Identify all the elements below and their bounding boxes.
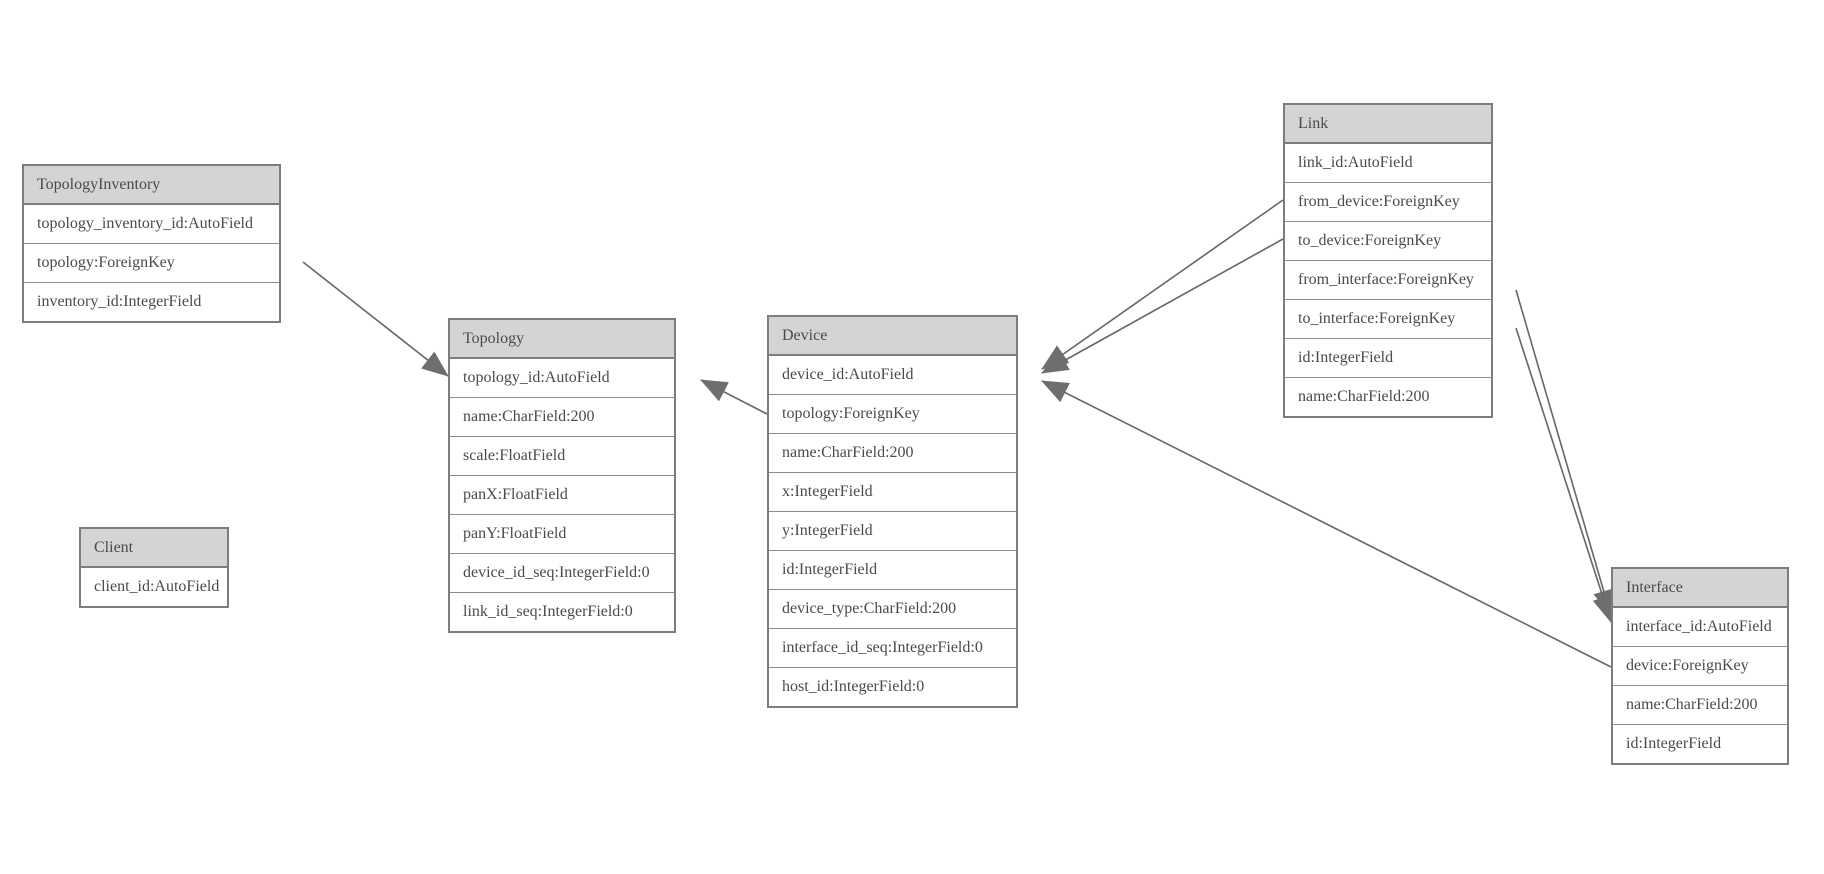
field-row: id:IntegerField: [1285, 339, 1491, 378]
field-row: name:CharField:200: [1613, 686, 1787, 725]
entity-title: Link: [1298, 114, 1329, 132]
entity-topology-inventory: TopologyInventory topology_inventory_id:…: [22, 164, 281, 323]
connector-link-from-interface: [1515, 289, 1615, 618]
field-row: inventory_id:IntegerField: [24, 283, 279, 321]
field-row: client_id:AutoField: [81, 568, 227, 606]
field-row: y:IntegerField: [769, 512, 1016, 551]
field-row: interface_id:AutoField: [1613, 608, 1787, 647]
entity-link: Link link_id:AutoField from_device:Forei…: [1283, 103, 1493, 418]
field-row: id:IntegerField: [1613, 725, 1787, 763]
field-row: link_id:AutoField: [1285, 144, 1491, 183]
entity-title: Interface: [1626, 578, 1683, 596]
field-row: x:IntegerField: [769, 473, 1016, 512]
field-row: scale:FloatField: [450, 437, 674, 476]
entity-device: Device device_id:AutoField topology:Fore…: [767, 315, 1018, 708]
entity-header: TopologyInventory: [24, 166, 279, 205]
field-row: from_interface:ForeignKey: [1285, 261, 1491, 300]
entity-client: Client client_id:AutoField: [79, 527, 229, 608]
field-row: device:ForeignKey: [1613, 647, 1787, 686]
connector-interface-device: [1041, 380, 1612, 668]
field-row: interface_id_seq:IntegerField:0: [769, 629, 1016, 668]
entity-header: Device: [769, 317, 1016, 356]
field-row: to_interface:ForeignKey: [1285, 300, 1491, 339]
field-row: to_device:ForeignKey: [1285, 222, 1491, 261]
connector-link-to-device: [1041, 238, 1284, 374]
field-row: topology:ForeignKey: [769, 395, 1016, 434]
entity-title: Client: [94, 538, 134, 556]
entity-interface: Interface interface_id:AutoField device:…: [1611, 567, 1789, 765]
connector-device-topology: [700, 379, 768, 415]
field-row: name:CharField:200: [769, 434, 1016, 473]
field-row: name:CharField:200: [450, 398, 674, 437]
connector-link-from-device: [1041, 199, 1284, 370]
entity-topology: Topology topology_id:AutoField name:Char…: [448, 318, 676, 633]
entity-title: Topology: [463, 329, 525, 347]
field-row: id:IntegerField: [769, 551, 1016, 590]
entity-header: Link: [1285, 105, 1491, 144]
entity-header: Client: [81, 529, 227, 568]
field-row: link_id_seq:IntegerField:0: [450, 593, 674, 631]
field-row: topology:ForeignKey: [24, 244, 279, 283]
entity-header: Topology: [450, 320, 674, 359]
field-row: from_device:ForeignKey: [1285, 183, 1491, 222]
field-row: host_id:IntegerField:0: [769, 668, 1016, 706]
field-row: topology_id:AutoField: [450, 359, 674, 398]
connector-topologyinventory-topology: [302, 261, 449, 377]
field-row: topology_inventory_id:AutoField: [24, 205, 279, 244]
entity-title: Device: [782, 326, 828, 344]
field-row: device_type:CharField:200: [769, 590, 1016, 629]
entity-title: TopologyInventory: [37, 175, 161, 193]
field-row: device_id_seq:IntegerField:0: [450, 554, 674, 593]
entity-header: Interface: [1613, 569, 1787, 608]
field-row: device_id:AutoField: [769, 356, 1016, 395]
field-row: panX:FloatField: [450, 476, 674, 515]
field-row: name:CharField:200: [1285, 378, 1491, 416]
field-row: panY:FloatField: [450, 515, 674, 554]
connector-link-to-interface: [1515, 327, 1614, 624]
